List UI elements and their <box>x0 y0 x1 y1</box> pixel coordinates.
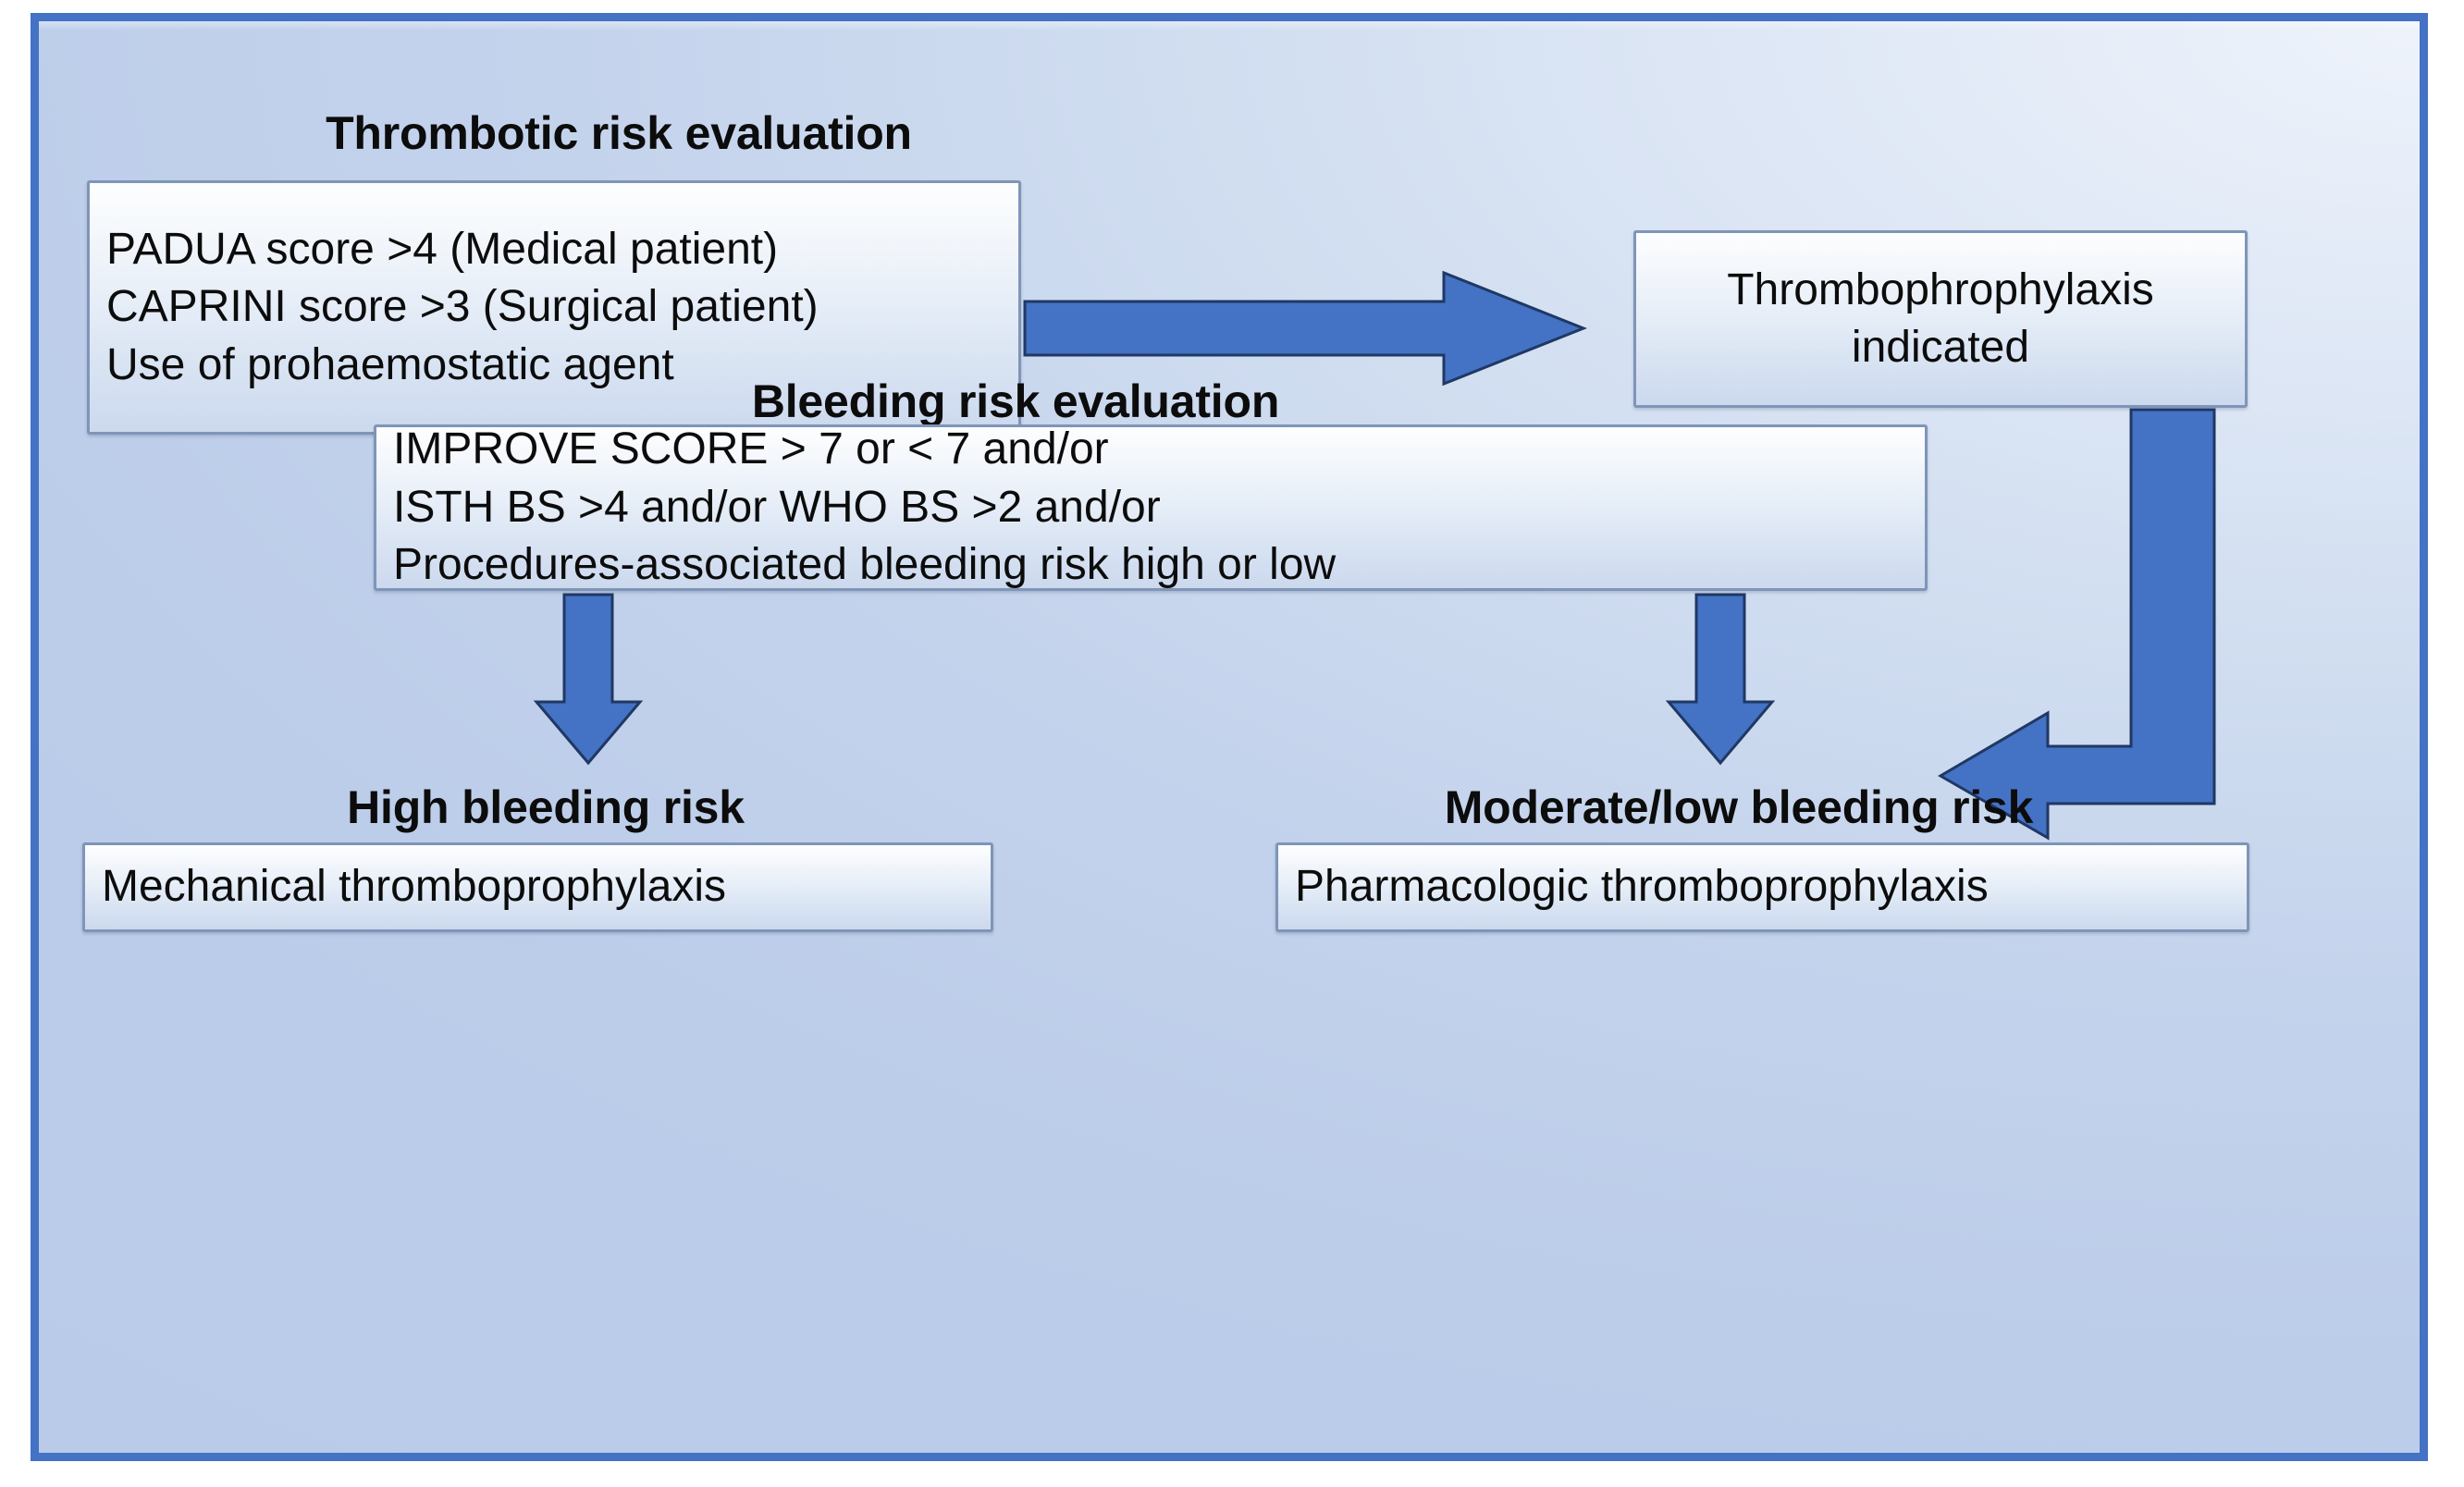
thromboprophylaxis-indicated-line-1: Thrombophrophylaxis <box>1727 264 2154 314</box>
thrombotic-risk-heading: Thrombotic risk evaluation <box>326 107 912 159</box>
arrow-down-right-icon <box>1665 593 1776 766</box>
thrombotic-criteria-line-3: Use of prohaemostatic agent <box>106 339 674 389</box>
bleeding-criteria-box: IMPROVE SCORE > 7 or < 7 and/or ISTH BS … <box>374 424 1928 591</box>
thromboprophylaxis-indicated-line-2: indicated <box>1851 323 2030 372</box>
figure-frame: Thrombotic risk evaluation PADUA score >… <box>31 13 2428 1461</box>
thrombotic-criteria-line-2: CAPRINI score >3 (Surgical patient) <box>106 282 819 332</box>
mechanical-thromboprophylaxis-label: Mechanical thromboprophylaxis <box>102 862 726 912</box>
high-bleeding-risk-heading: High bleeding risk <box>347 781 745 833</box>
bleeding-criteria-line-2: ISTH BS >4 and/or WHO BS >2 and/or <box>393 482 1161 532</box>
arrow-down-left-icon <box>533 593 644 766</box>
moderate-low-bleeding-risk-heading: Moderate/low bleeding risk <box>1444 781 2034 833</box>
pharmacologic-thromboprophylaxis-label: Pharmacologic thromboprophylaxis <box>1295 862 1989 912</box>
thrombotic-criteria-box: PADUA score >4 (Medical patient) CAPRINI… <box>87 180 1021 435</box>
thrombotic-criteria-line-1: PADUA score >4 (Medical patient) <box>106 224 779 274</box>
arrow-right-icon <box>1023 270 1588 387</box>
mechanical-thromboprophylaxis-box: Mechanical thromboprophylaxis <box>82 842 993 932</box>
pharmacologic-thromboprophylaxis-box: Pharmacologic thromboprophylaxis <box>1275 842 2249 932</box>
elbow-arrow-down-left-icon <box>1938 408 2216 881</box>
thromboprophylaxis-indicated-box: Thrombophrophylaxis indicated <box>1633 230 2248 408</box>
bleeding-risk-heading: Bleeding risk evaluation <box>751 375 1280 427</box>
bleeding-criteria-line-1: IMPROVE SCORE > 7 or < 7 and/or <box>393 424 1109 474</box>
bleeding-criteria-line-3: Procedures-associated bleeding risk high… <box>393 540 1337 590</box>
